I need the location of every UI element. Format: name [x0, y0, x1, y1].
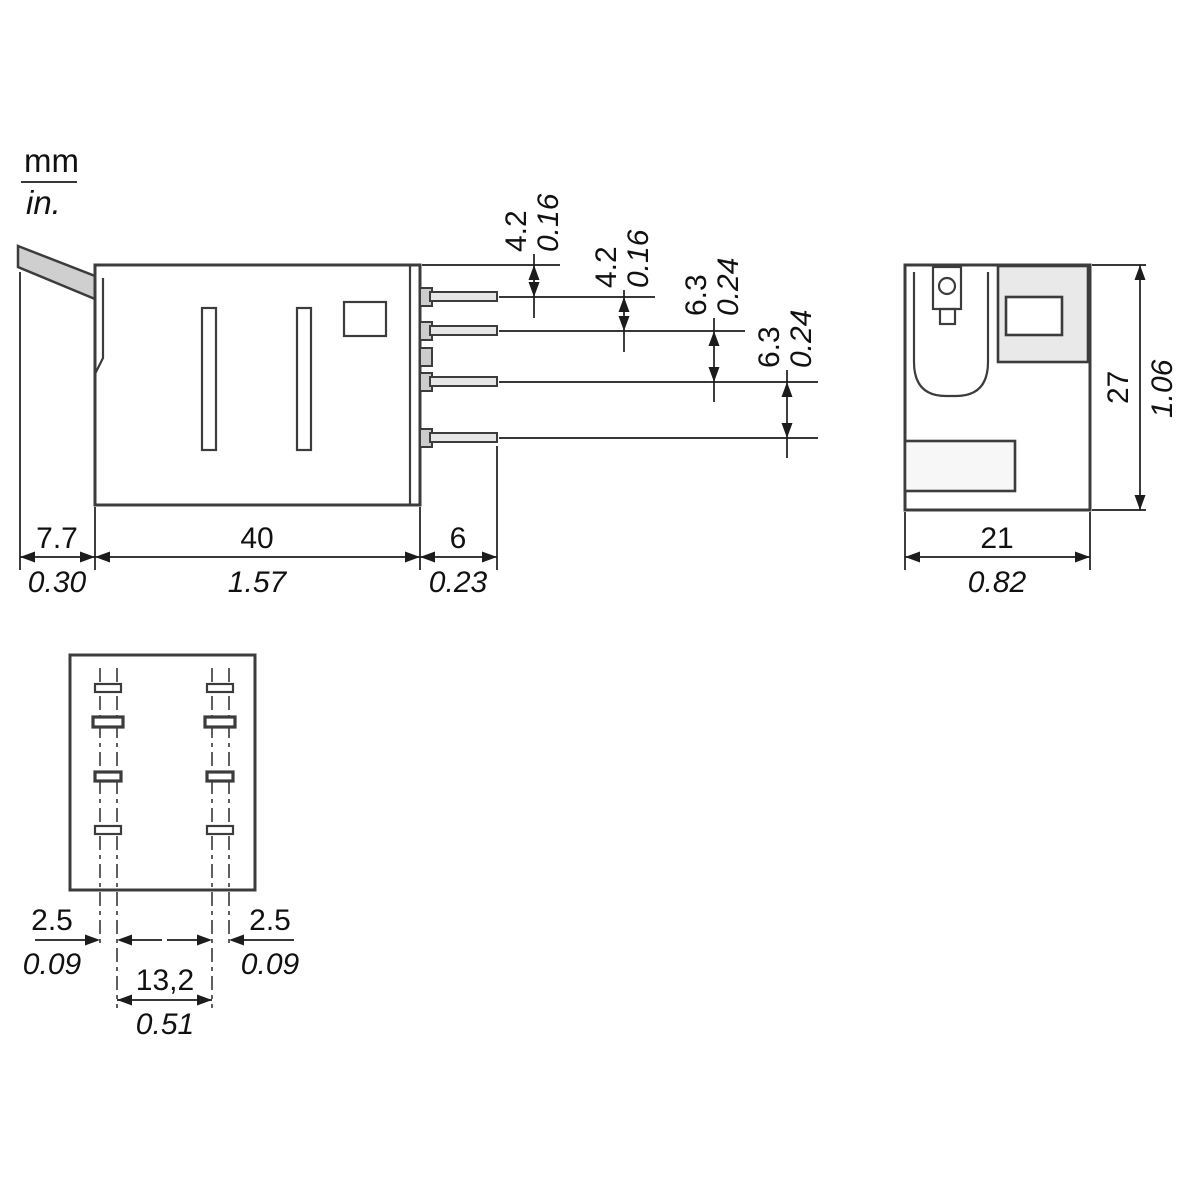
screw-head: [937, 276, 957, 296]
units-mm-label: mm: [24, 142, 79, 179]
pin-base-tab: [419, 347, 433, 367]
end-view: [903, 263, 1092, 512]
dim-inch-value: 0.51: [136, 1008, 194, 1041]
pin-slot: [203, 715, 237, 729]
dim-inch-value: 0.09: [241, 948, 300, 981]
units-inch-label: in.: [26, 184, 61, 221]
dim-mm-value: 4.2: [590, 246, 623, 288]
pitch-dimension-right: 2.5 0.09: [167, 904, 300, 981]
bottom-view: [68, 653, 257, 1008]
dim-inch-value: 1.57: [228, 566, 288, 599]
pin-slot: [205, 824, 235, 836]
extension-lines: [422, 264, 818, 439]
dimension-pin-offset-1: 4.2 0.16: [500, 193, 565, 318]
pin-center-lines: [99, 668, 230, 1008]
dim-mm-value: 27: [1102, 371, 1135, 404]
label-window: [1004, 295, 1064, 337]
dimension-pin-offset-4: 6.3 0.24: [753, 310, 818, 458]
relay-body-bottom: [68, 653, 257, 892]
dim-mm-value: 7.7: [36, 522, 78, 555]
extension-lines: [1092, 264, 1146, 511]
end-width-dimension: 21 0.82: [904, 512, 1091, 599]
side-view: [16, 244, 498, 507]
vent-slot: [200, 306, 218, 452]
dim-mm-value: 40: [240, 522, 273, 555]
extension-lines: [904, 512, 1091, 570]
dim-mm-value: 2.5: [249, 904, 291, 937]
pin-offset-dimensions: 4.2 0.16 4.2 0.16 6.3 0.24 6.3 0.24: [422, 193, 818, 458]
pin-2: [429, 325, 498, 336]
pitch-dimension-left: 2.5 0.09: [23, 904, 162, 981]
dimension-arrows: [528, 265, 540, 297]
pin-slot: [91, 715, 125, 729]
dim-mm-value: 21: [980, 522, 1013, 555]
dim-inch-value: 0.16: [532, 193, 565, 252]
row-spacing-dimension: 13,2 0.51: [117, 964, 212, 1041]
coil-housing-outline: [912, 272, 990, 398]
screw-detail: [938, 307, 957, 326]
dim-mm-value: 6.3: [753, 326, 786, 368]
dim-inch-value: 0.24: [785, 310, 818, 368]
marking-window: [342, 300, 388, 338]
dim-inch-value: 0.16: [622, 229, 655, 288]
dim-inch-value: 0.30: [28, 566, 87, 599]
dimension-arrows: [781, 382, 793, 438]
dim-inch-value: 0.23: [429, 566, 488, 599]
dim-mm-value: 13,2: [136, 964, 194, 997]
clip-channel-line: [94, 278, 105, 375]
base-marking-area: [903, 439, 1017, 493]
pin-slot: [93, 682, 123, 694]
end-height-dimension: 27 1.06: [1092, 264, 1179, 511]
pin-slot: [93, 770, 123, 783]
side-width-dimensions: 7.7 0.30 40 1.57 6 0.23: [19, 272, 498, 599]
extension-lines: [19, 272, 498, 570]
dimension-arrows: [618, 297, 630, 331]
pin-slot: [205, 770, 235, 783]
dimension-arrows: [708, 331, 720, 382]
pin-slot: [93, 824, 123, 836]
dim-mm-value: 6: [450, 522, 467, 555]
pin-3: [429, 376, 498, 387]
retaining-clip-lever: [16, 244, 97, 301]
pin-1: [429, 291, 498, 302]
dim-inch-value: 1.06: [1146, 359, 1179, 418]
units-legend: mm in.: [21, 142, 79, 221]
dimension-pin-offset-2: 4.2 0.16: [590, 229, 655, 352]
dimension-arrows: [197, 934, 244, 946]
dim-mm-value: 6.3: [680, 274, 713, 316]
pin-4: [429, 432, 498, 443]
dim-mm-value: 2.5: [31, 904, 73, 937]
dim-mm-value: 4.2: [500, 210, 533, 252]
dim-inch-value: 0.82: [968, 566, 1027, 599]
vent-slot: [295, 306, 313, 452]
dimension-arrows: [85, 934, 132, 946]
dim-inch-value: 0.24: [712, 258, 745, 316]
dimension-pin-offset-3: 6.3 0.24: [680, 258, 745, 402]
screw-block: [931, 265, 963, 311]
pin-slot: [205, 682, 235, 694]
dim-inch-value: 0.09: [23, 948, 82, 981]
